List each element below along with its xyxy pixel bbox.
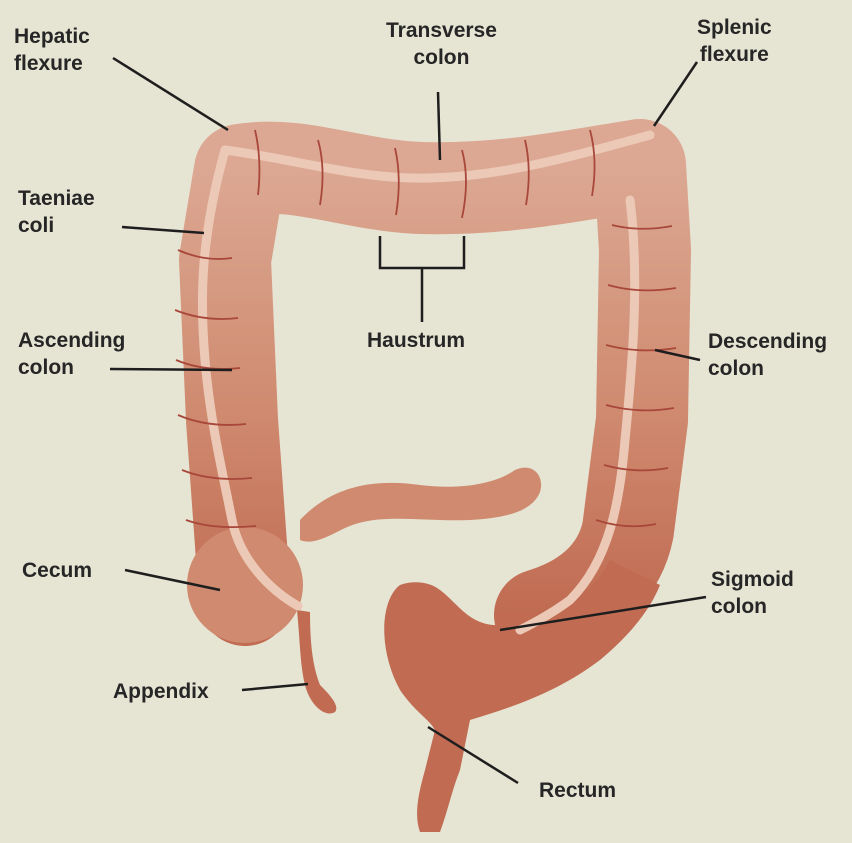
label-sigmoid-colon-line1: Sigmoid [711, 566, 794, 593]
label-taeniae-coli-line1: Taeniae [18, 185, 95, 212]
label-haustrum: Haustrum [367, 327, 465, 354]
label-taeniae-coli-line2: coli [18, 212, 95, 239]
label-splenic-flexure: Splenic flexure [697, 14, 772, 68]
label-appendix-text: Appendix [113, 678, 209, 705]
label-hepatic-flexure-line2: flexure [14, 50, 90, 77]
label-splenic-flexure-line2: flexure [697, 41, 772, 68]
label-transverse-colon-line2: colon [386, 44, 497, 71]
label-ascending-colon: Ascending colon [18, 327, 125, 381]
label-taeniae-coli: Taeniae coli [18, 185, 95, 239]
cecum-shape [187, 527, 303, 643]
label-cecum: Cecum [22, 557, 92, 584]
leader-ascending-colon [110, 369, 232, 370]
label-rectum: Rectum [539, 777, 616, 804]
label-cecum-text: Cecum [22, 557, 92, 584]
label-sigmoid-colon: Sigmoid colon [711, 566, 794, 620]
label-descending-colon-line2: colon [708, 355, 827, 382]
label-transverse-colon: Transverse colon [386, 17, 497, 71]
label-sigmoid-colon-line2: colon [711, 593, 794, 620]
label-ascending-colon-line2: colon [18, 354, 125, 381]
label-hepatic-flexure-line1: Hepatic [14, 23, 90, 50]
label-descending-colon-line1: Descending [708, 328, 827, 355]
label-splenic-flexure-line1: Splenic [697, 14, 772, 41]
label-rectum-text: Rectum [539, 777, 616, 804]
label-ascending-colon-line1: Ascending [18, 327, 125, 354]
label-appendix: Appendix [113, 678, 209, 705]
label-hepatic-flexure: Hepatic flexure [14, 23, 90, 77]
label-descending-colon: Descending colon [708, 328, 827, 382]
label-haustrum-text: Haustrum [367, 327, 465, 354]
label-transverse-colon-line1: Transverse [386, 17, 497, 44]
